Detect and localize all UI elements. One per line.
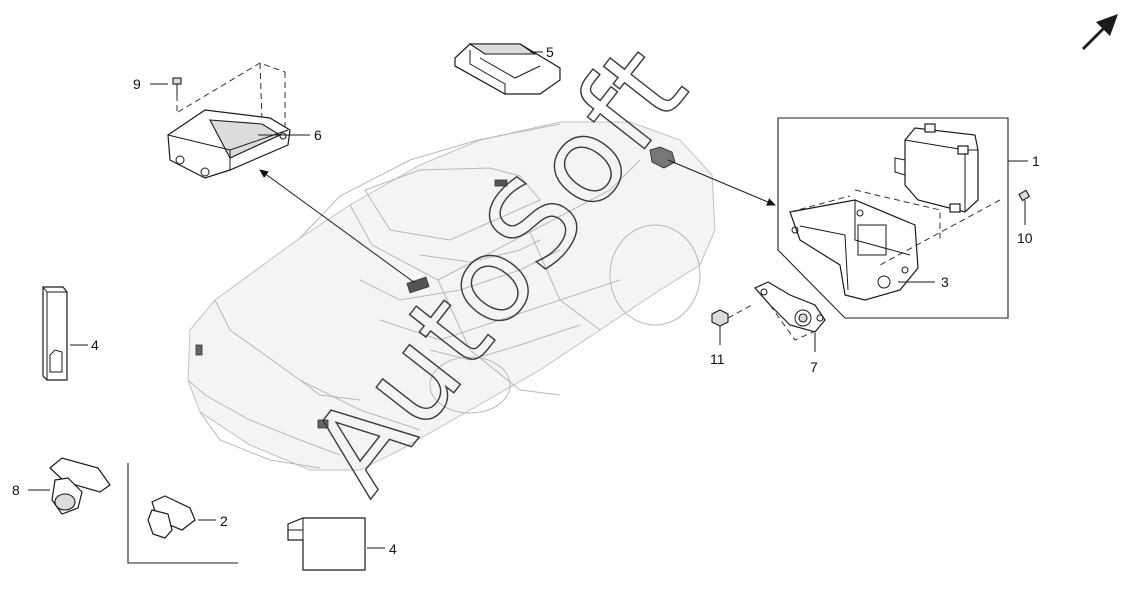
- part-4-sensor-tall: [42, 286, 88, 381]
- part-7-bracket: [754, 281, 826, 352]
- part-3-bracket: [789, 189, 941, 301]
- callout-part-4-bottom: 4: [389, 541, 397, 557]
- callout-part-10: 10: [1017, 230, 1033, 246]
- callout-part-6: 6: [314, 127, 322, 143]
- part-9-bolt: [150, 77, 182, 112]
- callout-part-3: 3: [941, 274, 949, 290]
- callout-part-8: 8: [12, 482, 20, 498]
- leader-arrow-to-part-6: [259, 169, 416, 284]
- callout-part-11: 11: [710, 351, 725, 367]
- callout-part-5: 5: [546, 44, 554, 60]
- part-11-bolt: [711, 304, 753, 345]
- part-10-bolt: [879, 189, 1031, 266]
- front-direction-arrow-icon: [1082, 14, 1118, 50]
- part-4-sensor-box: [287, 517, 385, 571]
- part-5-module: [454, 43, 561, 95]
- callout-part-1: 1: [1032, 153, 1040, 169]
- vehicle-outline: [187, 121, 716, 471]
- callout-part-4-left: 4: [91, 337, 99, 353]
- callout-part-7: 7: [810, 359, 818, 375]
- leader-arrow-to-part-1-group: [667, 159, 776, 206]
- callout-part-2: 2: [220, 513, 228, 529]
- part-6-control-unit: [167, 62, 310, 179]
- part-8-camera: [28, 457, 111, 515]
- callout-part-9: 9: [133, 76, 141, 92]
- part-1-module: [894, 123, 979, 213]
- part-2-sensor: [127, 463, 238, 564]
- part-1-group-frame: [777, 117, 1028, 319]
